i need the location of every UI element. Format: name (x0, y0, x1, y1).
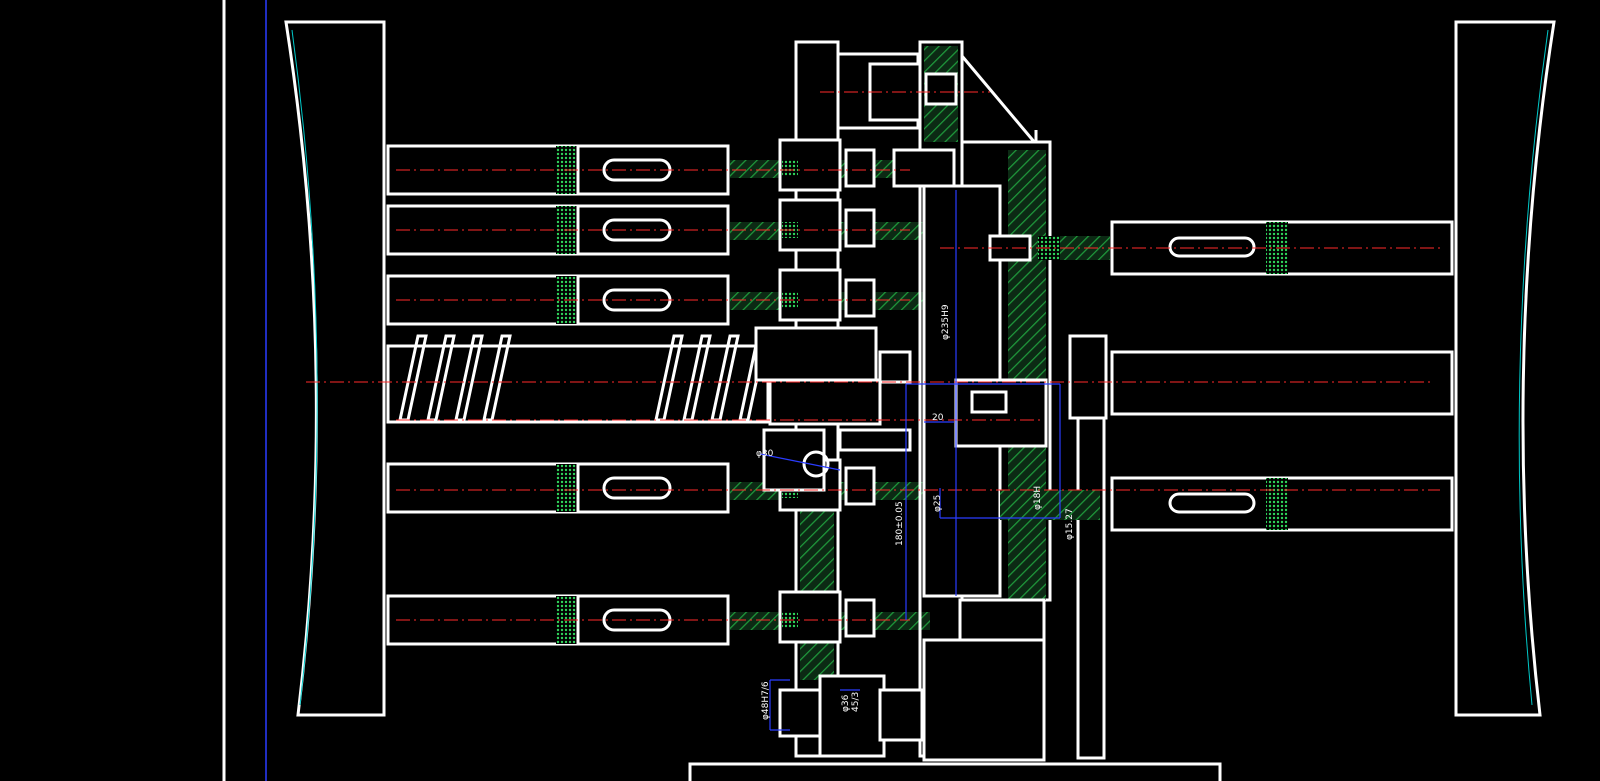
dim-label-d10: φ30 (756, 449, 774, 459)
mold-housing (892, 40, 1110, 762)
nozzle-assembly (754, 326, 912, 492)
dimension-lines (759, 190, 1061, 731)
centerlines (306, 91, 1440, 621)
dim-label-d5: φ18H (1033, 486, 1043, 510)
right-platen (1454, 20, 1556, 717)
left-border (222, 0, 267, 781)
dim-label-d8: φ36 (841, 694, 851, 712)
lower-frame (688, 674, 1222, 781)
dim-label-d1: φ235H9 (941, 304, 951, 340)
left-platen (284, 20, 386, 717)
dim-label-d2: 20 (932, 413, 944, 423)
dim-label-d6: φ15.27 (1065, 508, 1075, 540)
dim-label-d7: φ48H7/6 (761, 681, 771, 720)
dim-label-d4: φ25 (933, 495, 943, 512)
dimension-labels: φ235H9 20 180±0.05 φ25 φ18H φ15.27 φ48H7… (756, 304, 1075, 720)
dim-label-d3: 180±0.05 (895, 501, 905, 546)
left-tie-bar-group (386, 144, 730, 646)
right-tie-bar-group (1110, 220, 1454, 532)
dim-label-d9: 45/3 (851, 692, 861, 712)
screw-section (386, 334, 770, 424)
